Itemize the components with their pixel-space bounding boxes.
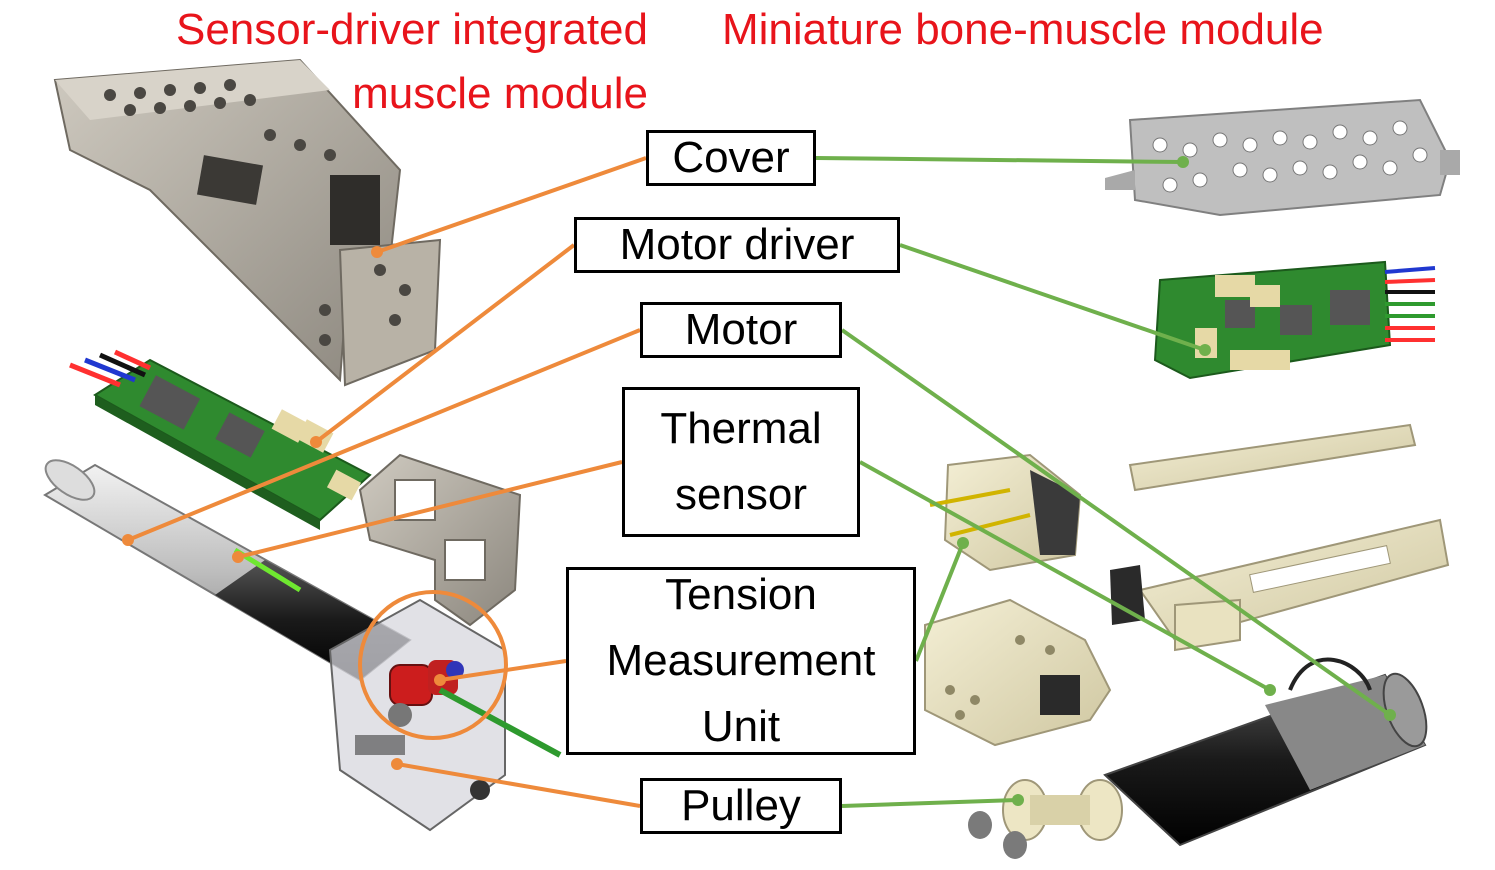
leader-dot-driver-left: [310, 436, 322, 448]
leader-driver-left: [314, 243, 576, 444]
leader-thermal-right: [859, 460, 1271, 692]
leader-dot-thermal-left: [232, 551, 244, 563]
label-thermal-sensor: Thermal sensor: [622, 387, 860, 537]
title-left: Sensor-driver integrated muscle module: [176, 0, 648, 126]
label-thermal-line2: sensor: [674, 470, 808, 519]
right-bone-frame: [1110, 518, 1450, 652]
right-leader-lines: [815, 156, 1396, 808]
leader-thermal-left: [237, 460, 623, 559]
leader-motor-right: [840, 328, 1392, 717]
label-motor-text: Motor: [684, 305, 798, 354]
label-tmu-line1: Tension: [665, 570, 817, 619]
leader-dot-driver-right: [1199, 344, 1211, 356]
leader-dot-motor-right: [1384, 709, 1396, 721]
leader-driver-right: [899, 243, 1206, 352]
right-pulleys: [968, 779, 1123, 859]
leader-dot-tmu-left: [434, 674, 446, 686]
title-right: Miniature bone-muscle module: [722, 5, 1324, 54]
leader-dot-motor-left: [122, 534, 134, 546]
label-motor-driver-text: Motor driver: [619, 220, 855, 269]
leader-dot-pulley-right: [1012, 794, 1024, 806]
leader-motor-left: [127, 328, 641, 542]
leader-dot-tmu-right: [957, 537, 969, 549]
label-motor-driver: Motor driver: [574, 217, 900, 273]
label-cover: Cover: [646, 130, 816, 186]
label-tmu-line2: Measurement: [606, 636, 876, 685]
label-tmu-line3: Unit: [701, 702, 781, 751]
leader-dot-cover-right: [1177, 156, 1189, 168]
right-bone-rod: [1128, 423, 1417, 492]
right-tmu-block-upper: [929, 453, 1082, 572]
leader-dot-pulley-left: [391, 758, 403, 770]
leader-cover-left: [376, 156, 647, 254]
left-driver-board: [69, 349, 372, 530]
left-tmu-block: [328, 590, 562, 832]
label-tension-measurement-unit: Tension Measurement Unit: [566, 567, 916, 755]
leader-dot-cover-left: [371, 246, 383, 258]
label-pulley-text: Pulley: [681, 781, 801, 830]
leader-pulley-left: [396, 762, 641, 808]
right-tmu-block-lower: [924, 598, 1112, 747]
leader-tmu-left: [439, 659, 567, 682]
right-driver-board: [1153, 260, 1436, 380]
label-motor: Motor: [640, 302, 842, 358]
leader-tmu-right: [914, 542, 965, 662]
label-cover-text: Cover: [672, 133, 790, 182]
label-pulley: Pulley: [640, 778, 842, 834]
left-bracket: [358, 453, 522, 627]
right-cover-part: [1105, 98, 1460, 217]
left-leader-lines: [122, 156, 647, 808]
leader-cover-right: [815, 156, 1184, 164]
label-thermal-line1: Thermal: [660, 404, 822, 453]
leader-pulley-right: [841, 798, 1019, 808]
leader-dot-thermal-right: [1264, 684, 1276, 696]
left-cover-part: [53, 58, 442, 387]
right-motor: [1103, 657, 1428, 847]
title-left-line2: muscle module: [352, 69, 648, 118]
title-left-line1: Sensor-driver integrated: [175, 5, 648, 54]
